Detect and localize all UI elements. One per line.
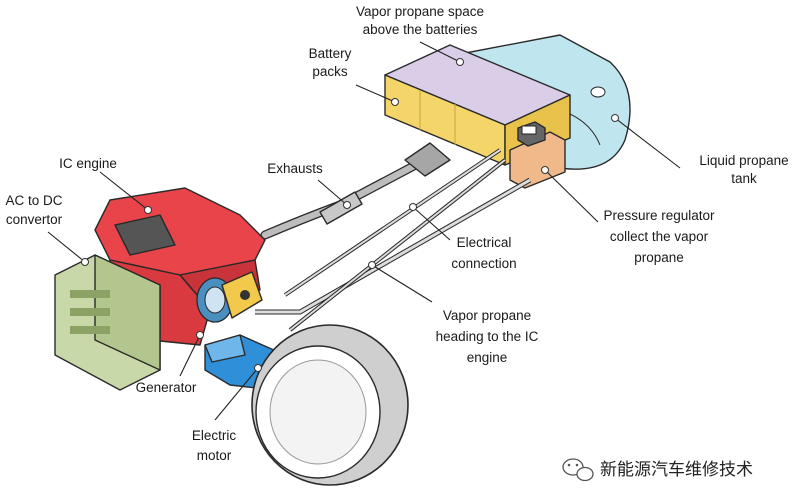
label-regulator-2: collect the vapor [610,229,709,244]
label-liquid-tank-1: Liquid propane [699,153,788,168]
label-battery-1: Battery [309,46,352,61]
wheel [251,324,409,486]
label-motor-2: motor [197,448,232,463]
ac-to-dc-convertor [54,254,161,391]
label-electrical-2: connection [451,256,516,271]
label-electrical-1: Electrical [457,235,512,250]
label-ac-dc-1: AC to DC [5,193,62,208]
label-regulator-1: Pressure regulator [603,208,715,223]
label-vapor-space-1: Vapor propane space [356,4,484,19]
label-vapor-heading-2: heading to the IC [436,329,539,344]
ic-engine [94,187,266,346]
label-vapor-space-2: above the batteries [363,22,478,37]
vapor-propane-line [255,177,532,315]
label-exhausts: Exhausts [267,161,323,176]
pressure-regulator [509,121,566,189]
label-motor-1: Electric [192,428,237,443]
label-regulator-3: propane [634,250,684,265]
label-generator: Generator [136,380,197,395]
label-battery-2: packs [312,64,348,79]
label-liquid-tank-2: tank [731,171,757,186]
watermark-text: 新能源汽车维修技术 [600,460,753,480]
generator [196,271,263,323]
exhaust-pipe [260,142,451,240]
label-vapor-heading-3: engine [467,350,508,365]
label-vapor-heading-1: Vapor propane [443,308,531,323]
watermark: 新能源汽车维修技术 [562,458,753,482]
electrical-connection-lines [283,148,507,332]
callout-leaders [47,41,681,421]
label-ac-dc-2: convertor [6,212,63,227]
wechat-icon [562,458,594,482]
diagram-labels: Vapor propane space above the batteries … [5,4,788,463]
label-ic-engine: IC engine [59,156,117,171]
